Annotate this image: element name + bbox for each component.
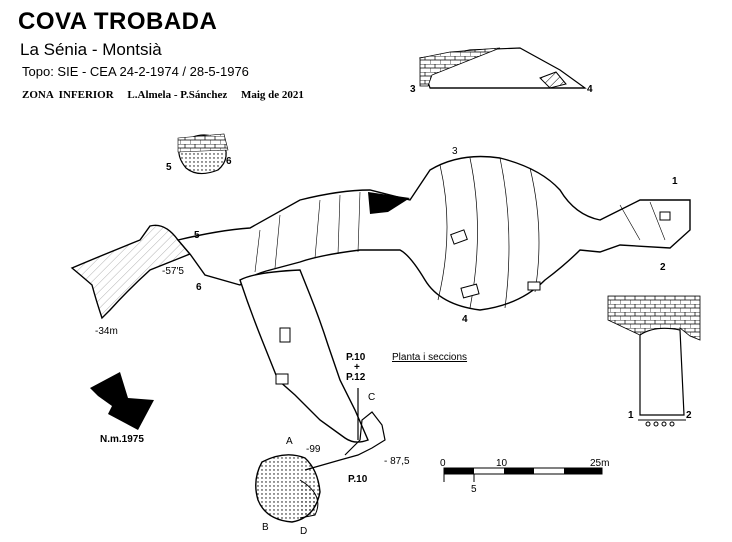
marker-4: 4 — [462, 314, 468, 325]
depth-34: -34m — [95, 326, 118, 337]
room-a: A — [286, 436, 293, 447]
section-label-1: 1 — [628, 410, 634, 421]
section-label-4: 4 — [587, 84, 593, 95]
pit-p12-label: P.12 — [346, 372, 366, 383]
scale-10: 10 — [496, 458, 508, 469]
location-subtitle: La Sénia - Montsià — [20, 40, 162, 59]
scale-0: 0 — [440, 458, 446, 469]
depth-87: - 87,5 — [384, 456, 410, 467]
section-label-5: 5 — [166, 162, 172, 173]
marker-2: 2 — [660, 262, 666, 273]
depth-57: -57'5 — [162, 266, 184, 277]
marker-6: 6 — [196, 282, 202, 293]
pit-p10b-label: P.10 — [348, 474, 368, 485]
section-label-6: 6 — [226, 156, 232, 167]
plan-label: Planta i seccions — [392, 352, 467, 363]
cave-title: COVA TROBADA — [18, 8, 218, 35]
section-label-2: 2 — [686, 410, 692, 421]
marker-5: 5 — [194, 230, 200, 241]
cave-plan — [70, 155, 691, 523]
section-5-6 — [177, 133, 229, 175]
topo-credits: Topo: SIE - CEA 24-2-1974 / 28-5-1976 — [22, 64, 249, 79]
scale-5: 5 — [471, 484, 477, 495]
scale-bar — [443, 467, 603, 482]
room-b: B — [262, 522, 269, 533]
north-label: N.m.1975 — [100, 434, 144, 445]
section-label-3: 3 — [410, 84, 416, 95]
room-c: C — [368, 392, 375, 403]
pit-plus-label: + — [354, 362, 360, 373]
zone-credits: ZONA INFERIOR L.Almela - P.Sánchez Maig … — [22, 89, 304, 101]
scale-25m: 25m — [590, 458, 609, 469]
pit-p10-label: P.10 — [346, 352, 366, 363]
north-arrow-icon — [90, 372, 154, 430]
depth-99: -99 — [306, 444, 321, 455]
section-3-4 — [419, 47, 587, 89]
section-1-2 — [607, 295, 701, 427]
marker-3: 3 — [452, 146, 458, 157]
marker-1: 1 — [672, 176, 678, 187]
room-d: D — [300, 526, 307, 537]
